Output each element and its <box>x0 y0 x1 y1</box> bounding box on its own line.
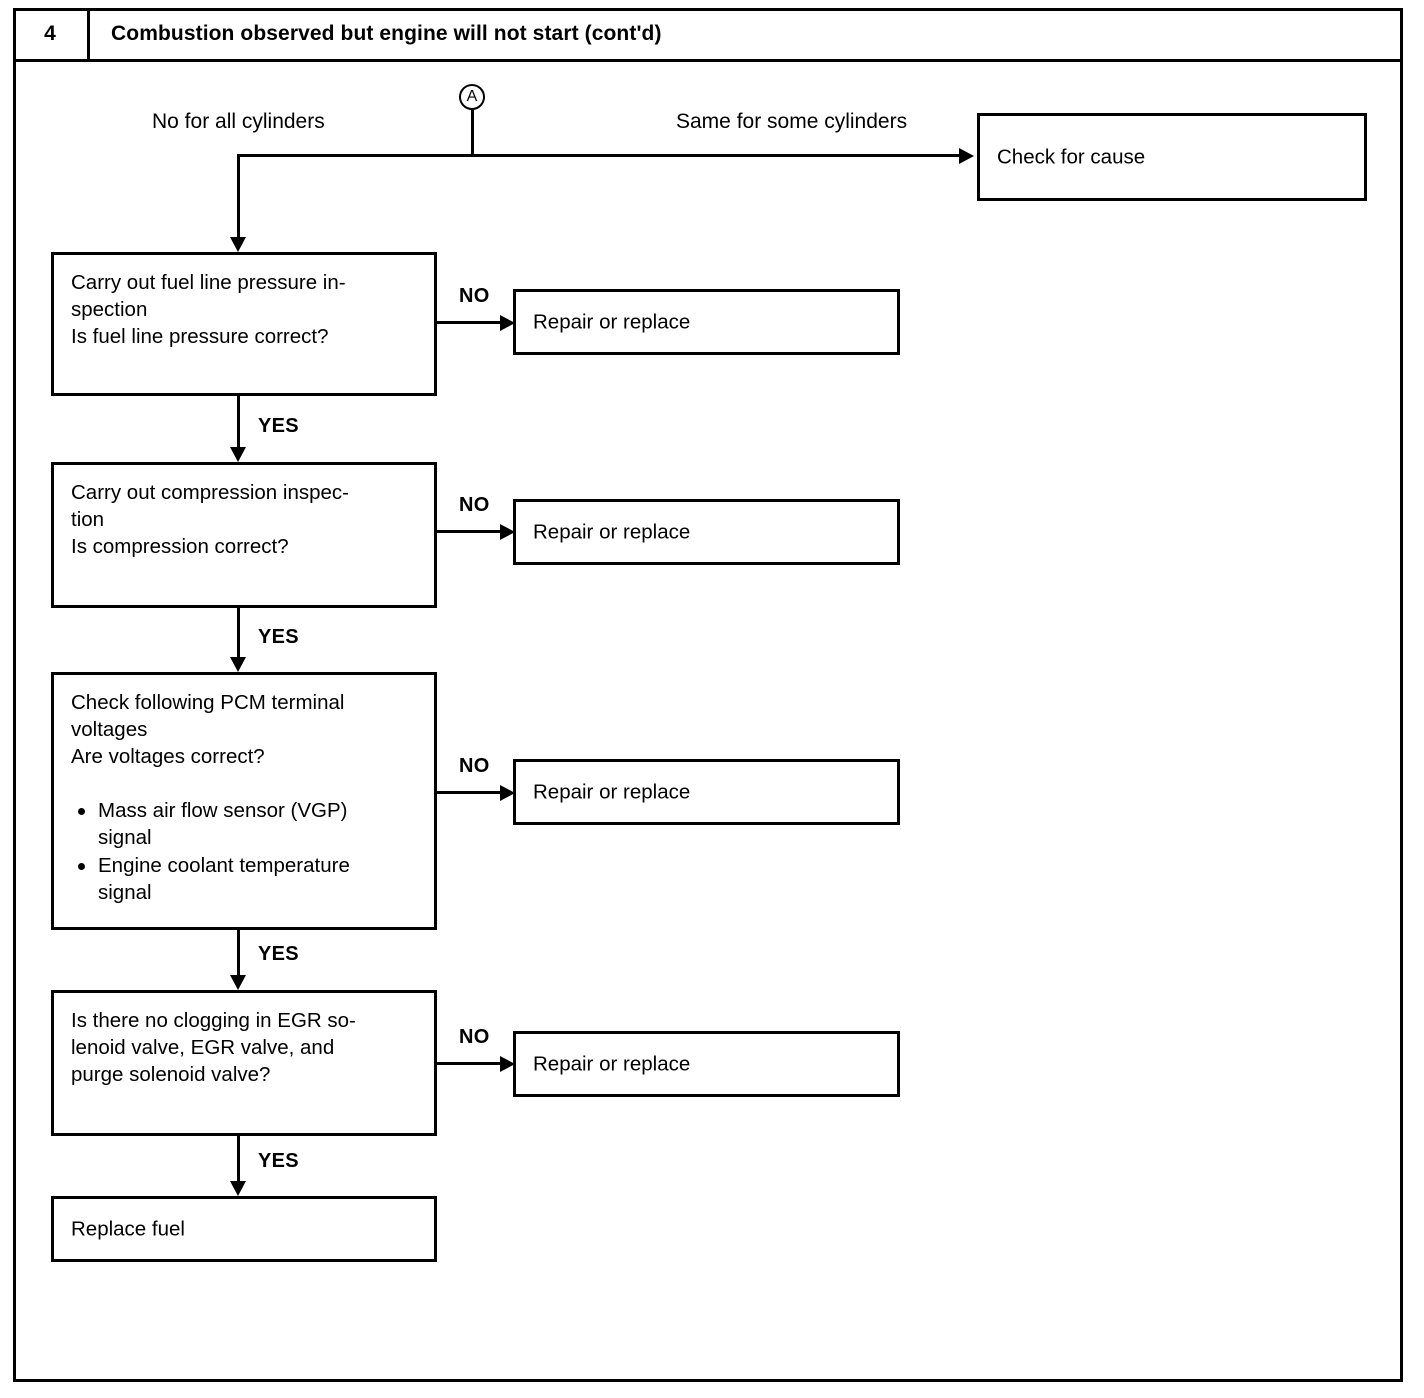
no-line-fuel-line <box>437 321 500 324</box>
branch-label-yes-3: YES <box>258 943 299 965</box>
connector-a-circle: A <box>459 84 485 110</box>
box-fuel-line-pressure[interactable]: Carry out fuel line pressure in- spectio… <box>51 252 437 396</box>
arrow-into-fuel-line-box <box>230 237 246 252</box>
branch-label-no-4: NO <box>459 1026 490 1048</box>
header-step-number: 4 <box>13 8 90 59</box>
box-check-for-cause[interactable]: Check for cause <box>977 113 1367 201</box>
yes-line-1 <box>237 396 240 447</box>
box-repair-or-replace-3[interactable]: Repair or replace <box>513 759 900 825</box>
list-item: Engine coolant temperature signal <box>74 852 426 906</box>
arrow-to-repair-4 <box>500 1056 515 1072</box>
branch-label-yes-2: YES <box>258 626 299 648</box>
arrow-to-repair-2 <box>500 524 515 540</box>
label-same-for-some-cylinders: Same for some cylinders <box>676 110 908 133</box>
box-repair-or-replace-3-text: Repair or replace <box>533 780 691 804</box>
no-line-egr <box>437 1062 500 1065</box>
arrow-to-repair-3 <box>500 785 515 801</box>
branch-label-yes-1: YES <box>258 415 299 437</box>
top-bus-line <box>237 154 959 157</box>
box-repair-or-replace-1[interactable]: Repair or replace <box>513 289 900 355</box>
box-replace-fuel-text: Replace fuel <box>71 1217 185 1241</box>
yes-line-3 <box>237 930 240 975</box>
box-repair-or-replace-2-text: Repair or replace <box>533 520 691 544</box>
arrow-to-check-for-cause <box>959 148 974 164</box>
box-replace-fuel[interactable]: Replace fuel <box>51 1196 437 1262</box>
connector-a-dropline <box>471 110 474 156</box>
arrow-to-repair-1 <box>500 315 515 331</box>
box-fuel-line-pressure-text: Carry out fuel line pressure in- spectio… <box>71 271 346 348</box>
no-line-compression <box>437 530 500 533</box>
box-check-for-cause-text: Check for cause <box>997 145 1146 169</box>
box-repair-or-replace-4-text: Repair or replace <box>533 1052 691 1076</box>
branch-label-no-3: NO <box>459 755 490 777</box>
box-compression-inspection[interactable]: Carry out compression inspec- tion Is co… <box>51 462 437 608</box>
box-compression-inspection-text: Carry out compression inspec- tion Is co… <box>71 481 349 558</box>
page-title: Combustion observed but engine will not … <box>111 21 662 45</box>
arrow-into-pcm-box <box>230 657 246 672</box>
box-egr-clogging[interactable]: Is there no clogging in EGR so- lenoid v… <box>51 990 437 1136</box>
box-repair-or-replace-1-text: Repair or replace <box>533 310 691 334</box>
arrow-into-replace-fuel-box <box>230 1181 246 1196</box>
box-pcm-terminal-voltages[interactable]: Check following PCM terminal voltages Ar… <box>51 672 437 930</box>
branch-label-no-2: NO <box>459 494 490 516</box>
list-item: Mass air flow sensor (VGP) signal <box>74 797 426 851</box>
pcm-signal-list: Mass air flow sensor (VGP) signal Engine… <box>74 797 426 907</box>
yes-line-4 <box>237 1136 240 1181</box>
arrow-into-compression-box <box>230 447 246 462</box>
box-egr-clogging-text: Is there no clogging in EGR so- lenoid v… <box>71 1009 356 1086</box>
left-elbow-vline <box>237 154 240 237</box>
no-line-pcm <box>437 791 500 794</box>
header-row: 4 Combustion observed but engine will no… <box>13 8 1403 62</box>
arrow-into-egr-box <box>230 975 246 990</box>
box-pcm-terminal-voltages-text: Check following PCM terminal voltages Ar… <box>71 691 345 768</box>
branch-label-no-1: NO <box>459 285 490 307</box>
page-frame <box>13 8 1403 1382</box>
box-repair-or-replace-4[interactable]: Repair or replace <box>513 1031 900 1097</box>
label-no-for-all-cylinders: No for all cylinders <box>152 110 325 133</box>
yes-line-2 <box>237 608 240 657</box>
box-repair-or-replace-2[interactable]: Repair or replace <box>513 499 900 565</box>
connector-a-label: A <box>466 88 478 105</box>
branch-label-yes-4: YES <box>258 1150 299 1172</box>
